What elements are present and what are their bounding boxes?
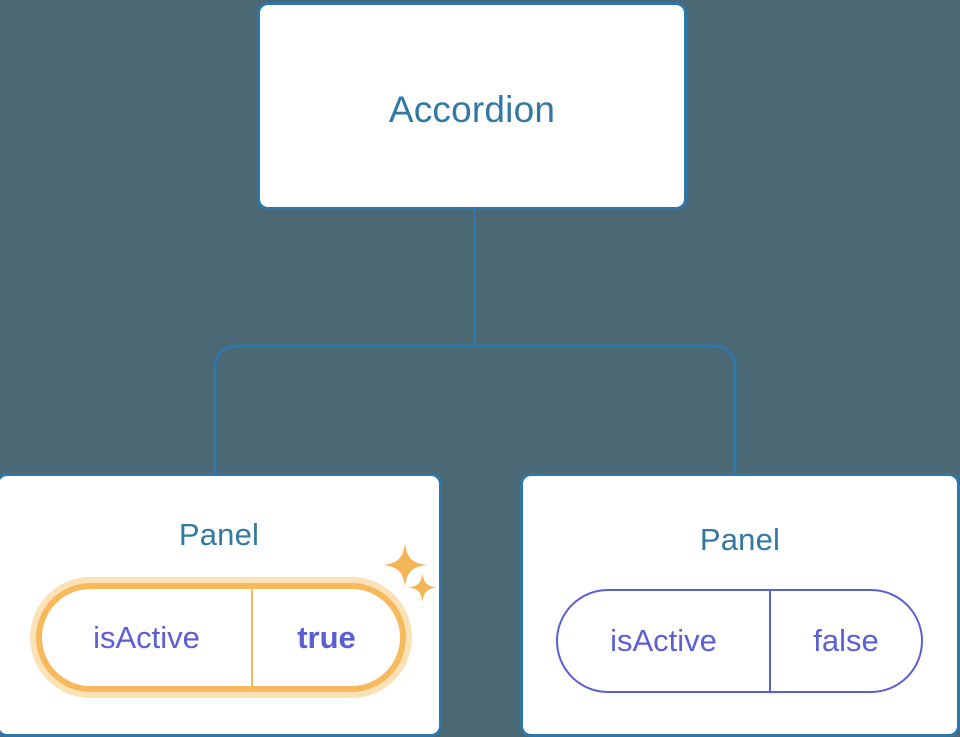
node-title-panel-left: Panel — [178, 517, 260, 552]
node-title-accordion: Accordion — [388, 89, 556, 130]
prop-value-true: true — [297, 619, 356, 655]
prop-value-false: false — [813, 623, 879, 658]
node-title-panel-right: Panel — [699, 522, 781, 557]
prop-pill-highlight-glow: isActive true — [30, 577, 412, 698]
edge-branch-to-panel-right — [474, 344, 737, 475]
prop-key-isactive-left: isActive — [42, 589, 253, 686]
edge-branch-to-panel-left — [213, 344, 475, 475]
prop-key-isactive-right: isActive — [558, 591, 771, 691]
node-card-accordion[interactable]: Accordion — [257, 2, 687, 210]
prop-pill-isactive-false[interactable]: isActive false — [556, 589, 923, 693]
prop-pill-isactive-true[interactable]: isActive true — [36, 583, 406, 692]
